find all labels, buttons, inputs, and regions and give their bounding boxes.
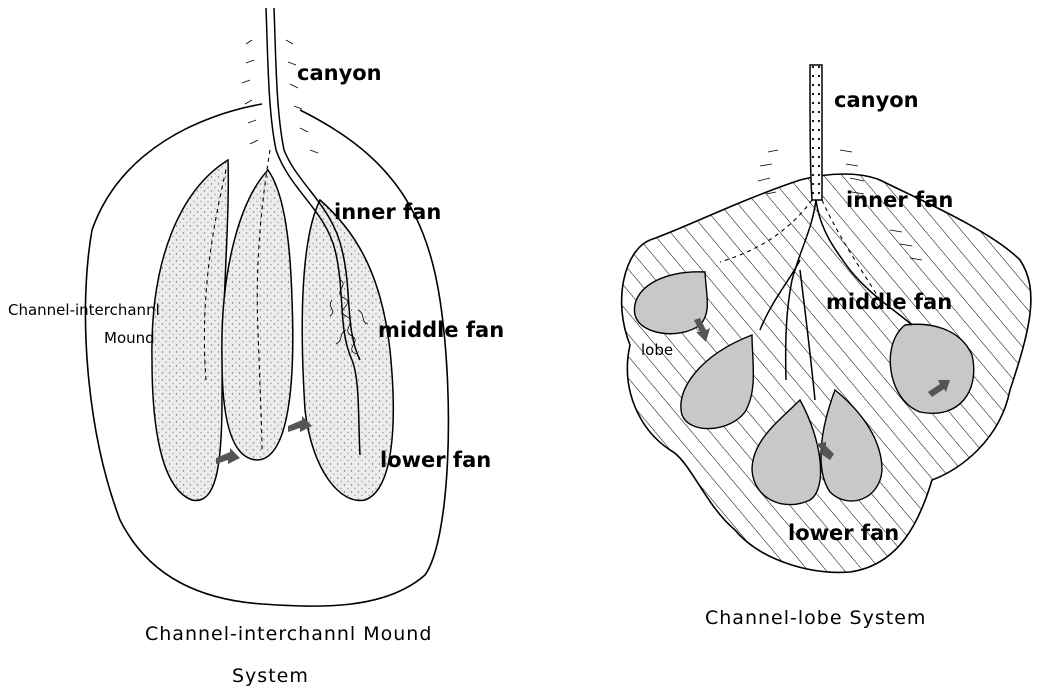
label-mound-line2: Mound xyxy=(104,329,155,347)
caption-left-line1: Channel-interchannl Mound xyxy=(145,623,432,645)
label-inner-fan-left: inner fan xyxy=(334,200,441,224)
label-lower-fan-left: lower fan xyxy=(380,448,491,472)
label-inner-fan-right: inner fan xyxy=(846,188,953,212)
caption-left-line2: System xyxy=(232,665,309,687)
label-middle-fan-right: middle fan xyxy=(826,290,952,314)
canyon-hachures xyxy=(242,40,318,153)
label-middle-fan-left: middle fan xyxy=(378,318,504,342)
label-lobe: lobe xyxy=(641,341,673,359)
channel-lobe-diagram: canyon inner fan middle fan lower fan lo… xyxy=(622,65,1031,629)
mound-middle xyxy=(222,170,293,460)
label-canyon-left: canyon xyxy=(297,61,382,85)
label-mound-line1: Channel-interchannl xyxy=(8,301,160,319)
canyon-channel-right xyxy=(810,65,822,200)
caption-right: Channel-lobe System xyxy=(705,607,926,629)
label-canyon-right: canyon xyxy=(834,88,919,112)
label-lower-fan-right: lower fan xyxy=(788,521,899,545)
channel-interchannel-diagram: canyon inner fan middle fan lower fan Ch… xyxy=(8,8,504,687)
